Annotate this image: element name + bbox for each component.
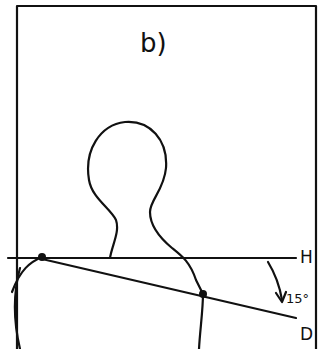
reference-point	[199, 290, 207, 298]
panel-label: b)	[140, 30, 167, 56]
line-label: H	[300, 249, 313, 266]
reference-point	[38, 253, 46, 261]
horizontal-line	[8, 257, 296, 259]
angle-arc	[268, 262, 282, 300]
frame	[17, 6, 316, 349]
angle-label: 15°	[286, 292, 309, 305]
line-label: D	[300, 326, 313, 343]
head-profile	[88, 122, 203, 349]
inclined-line	[42, 259, 296, 318]
back-contour	[15, 268, 20, 349]
angle-arrowhead	[276, 292, 286, 302]
